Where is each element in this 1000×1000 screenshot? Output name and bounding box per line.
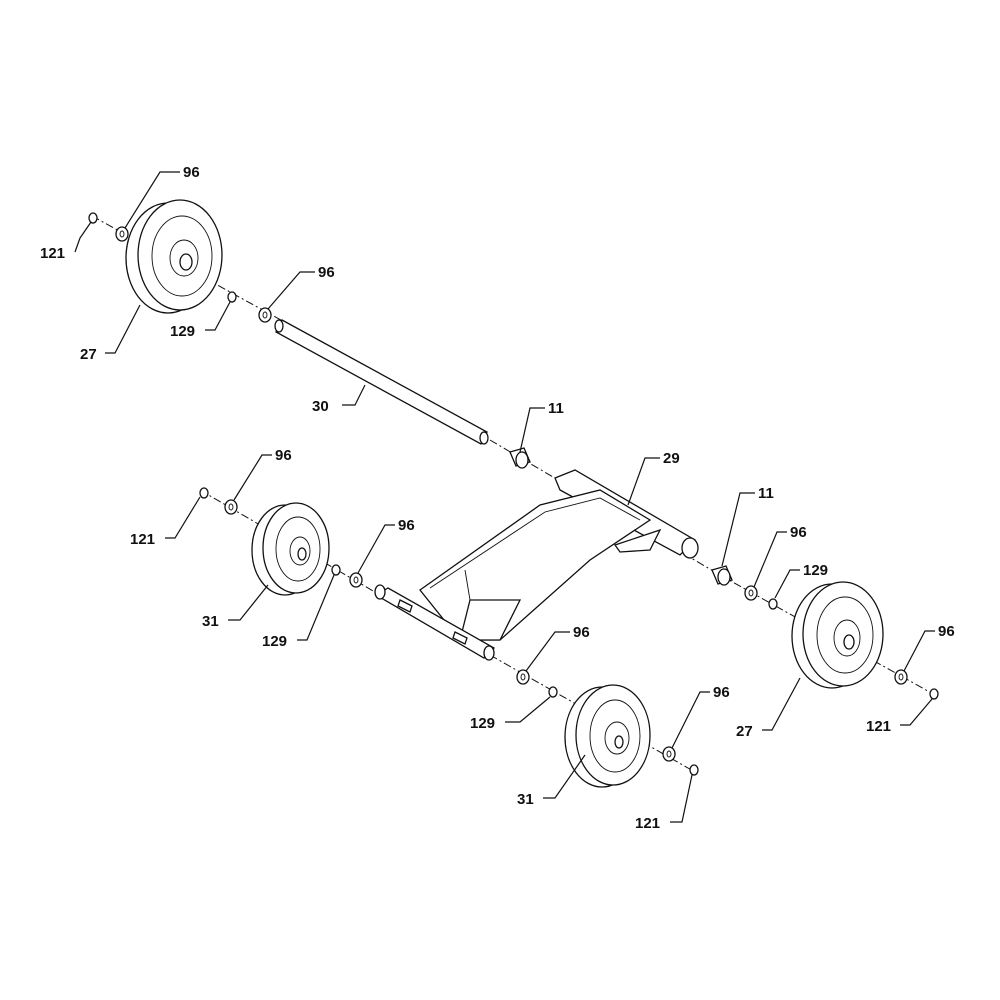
callout-96: 96: [275, 447, 292, 464]
callout-11: 11: [758, 485, 774, 502]
bushing-11-right: [711, 565, 733, 586]
callout-96: 96: [938, 623, 955, 640]
callout-121: 121: [40, 245, 65, 262]
callout-31: 31: [517, 791, 534, 808]
wheel-27-right: [791, 581, 884, 689]
callout-27: 27: [736, 723, 753, 740]
callout-labels: 96 121 27 129 96 30 11 29 96 121 96 31 1…: [40, 164, 955, 832]
wheel-27-left: [125, 199, 223, 314]
callout-30: 30: [312, 398, 329, 415]
callout-96: 96: [573, 624, 590, 641]
callout-29: 29: [663, 450, 680, 467]
callout-96: 96: [398, 517, 415, 534]
callout-96: 96: [713, 684, 730, 701]
callout-31: 31: [202, 613, 219, 630]
wheel-31-left: [251, 502, 330, 596]
callout-129: 129: [262, 633, 287, 650]
callout-27: 27: [80, 346, 97, 363]
washers: [88, 212, 939, 776]
callout-121: 121: [130, 531, 155, 548]
callout-11: 11: [548, 400, 564, 417]
axle-30: [274, 319, 489, 445]
callout-96: 96: [790, 524, 807, 541]
callout-121: 121: [866, 718, 891, 735]
frame-29: [374, 469, 699, 661]
bushing-11-upper: [509, 447, 531, 469]
callout-121: 121: [635, 815, 660, 832]
wheel-31-bottom: [564, 684, 651, 788]
leader-lines: [74, 171, 935, 823]
center-lines: [91, 215, 936, 773]
callout-96: 96: [183, 164, 200, 181]
callout-129: 129: [803, 562, 828, 579]
callout-96: 96: [318, 264, 335, 281]
callout-129: 129: [170, 323, 195, 340]
callout-129: 129: [470, 715, 495, 732]
